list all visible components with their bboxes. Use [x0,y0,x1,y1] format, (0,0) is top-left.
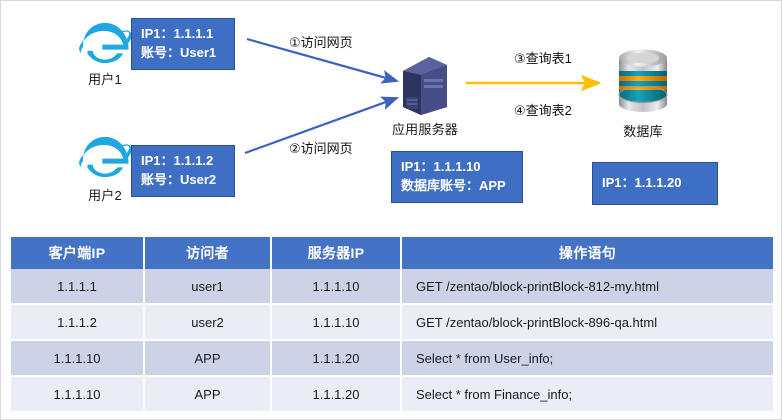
cell-client-ip: 1.1.1.10 [11,340,145,377]
client1-caption: 用户1 [88,72,122,87]
cell-visitor: user2 [144,304,272,341]
server-tower-icon [399,53,451,117]
cell-visitor: user1 [144,269,272,305]
column-header-visitor: 访问者 [144,237,272,269]
client1-ip: IP1：1.1.1.1 [141,26,214,41]
app-server-caption: 应用服务器 [391,122,458,137]
table-row: 1.1.1.10 APP 1.1.1.20 Select * from Fina… [11,376,773,413]
client1-info-box: IP1：1.1.1.1 账号：User1 [131,18,235,70]
internet-explorer-icon [77,15,133,71]
table-row: 1.1.1.2 user2 1.1.1.10 GET /zentao/block… [11,304,773,341]
column-header-statement: 操作语句 [401,237,773,269]
cell-server-ip: 1.1.1.10 [271,269,402,305]
internet-explorer-icon [77,129,133,185]
cell-client-ip: 1.1.1.1 [11,269,145,305]
client2-info-box: IP1：1.1.1.2 账号：User2 [131,145,235,197]
cell-visitor: APP [144,340,272,377]
client2-account: 账号：User2 [141,171,217,187]
flow-label-1: ①访问网页 [289,35,353,50]
app-server-info-box: IP1：1.1.1.10 数据库账号：APP [391,151,523,203]
cell-visitor: APP [144,376,272,413]
database-ip: IP1：1.1.1.20 [602,175,682,190]
table-row: 1.1.1.10 APP 1.1.1.20 Select * from User… [11,340,773,377]
cell-client-ip: 1.1.1.10 [11,376,145,413]
architecture-diagram: 用户1 IP1：1.1.1.1 账号：User1 用户2 IP1：1.1.1.2… [1,1,781,229]
client1-account: 账号：User1 [141,44,217,60]
database-caption: 数据库 [623,124,663,139]
database-info-box: IP1：1.1.1.20 [592,162,718,205]
access-log-table: 客户端IP 访问者 服务器IP 操作语句 1.1.1.1 user1 1.1.1… [11,237,773,413]
flow-label-4: ④查询表2 [514,103,572,118]
table-row: 1.1.1.1 user1 1.1.1.10 GET /zentao/block… [11,269,773,305]
cell-server-ip: 1.1.1.20 [271,376,402,413]
app-server-db-account: 数据库账号：APP [401,177,506,193]
column-header-client-ip: 客户端IP [11,237,145,269]
cell-server-ip: 1.1.1.10 [271,304,402,341]
flow-label-2: ②访问网页 [289,141,353,156]
table-header-row: 客户端IP 访问者 服务器IP 操作语句 [11,237,773,269]
flow-label-3: ③查询表1 [514,51,572,66]
column-header-server-ip: 服务器IP [271,237,402,269]
app-server-ip: IP1：1.1.1.10 [401,159,481,174]
cell-statement: Select * from User_info; [401,340,773,377]
cell-statement: Select * from Finance_info; [401,376,773,413]
client2-caption: 用户2 [88,188,122,203]
client2-ip: IP1：1.1.1.2 [141,153,214,168]
cell-client-ip: 1.1.1.2 [11,304,145,341]
cell-server-ip: 1.1.1.20 [271,340,402,377]
cell-statement: GET /zentao/block-printBlock-812-my.html [401,269,773,305]
database-cylinder-icon [612,45,674,117]
cell-statement: GET /zentao/block-printBlock-896-qa.html [401,304,773,341]
